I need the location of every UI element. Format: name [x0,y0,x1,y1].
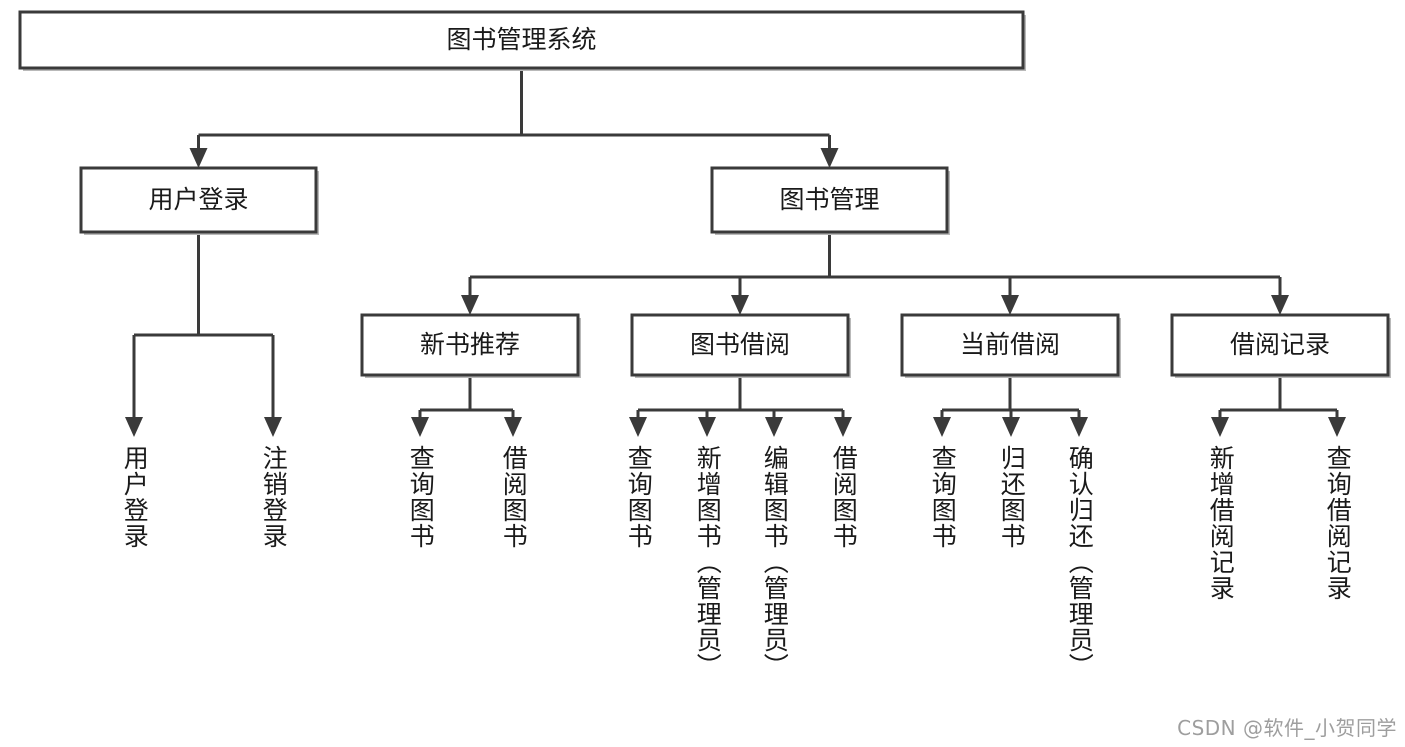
arrow-head-icon-leaf-query-book-3 [933,417,951,437]
node-box-book-borrow[interactable] [630,313,850,377]
node-label-borrow-record: 借阅记录 [1230,330,1330,359]
arrow-head-icon-book-manage [820,148,839,168]
node-box-user-login[interactable] [79,166,318,234]
node-box-current-borrow[interactable] [900,313,1120,377]
node-label-book-manage: 图书管理 [779,185,879,214]
arrow-head-icon-leaf-confirm-return [1070,417,1088,437]
arrow-head-icon-user-login [189,148,208,168]
arrow-head-icon-leaf-query-record [1328,417,1346,437]
arrow-head-icon-leaf-user-logout [264,417,282,437]
node-box-borrow-record[interactable] [1170,313,1390,377]
arrow-head-icon-leaf-query-book-1 [411,417,429,437]
boxes-layer [18,10,1391,378]
node-label-current-borrow: 当前借阅 [960,330,1060,359]
watermark-text: CSDN @软件_小贺同学 [1177,716,1397,740]
arrow-head-icon-current-borrow [1001,295,1019,315]
node-box-undefined[interactable] [18,10,1025,70]
node-box-new-book-rec[interactable] [360,313,580,377]
arrow-head-icon-leaf-user-login [125,417,143,437]
node-label-undefined: 图书管理系统 [446,25,596,54]
arrow-head-icon-leaf-return-book [1002,417,1020,437]
arrow-head-icon-leaf-add-book [698,417,716,437]
arrow-head-icon-leaf-query-book-2 [629,417,647,437]
arrow-head-icon-leaf-add-record [1211,417,1229,437]
node-label-user-login: 用户登录 [148,185,248,214]
node-label-new-book-rec: 新书推荐 [420,330,520,359]
connectors-layer [125,68,1346,437]
arrow-head-icon-book-borrow [731,295,749,315]
arrow-head-icon-leaf-borrow-book-2 [834,417,852,437]
node-label-book-borrow: 图书借阅 [690,330,790,359]
node-box-book-manage[interactable] [710,166,949,234]
arrow-head-icon-borrow-record [1271,295,1289,315]
arrow-head-icon-new-book-rec [461,295,479,315]
arrow-head-icon-leaf-edit-book [765,417,783,437]
arrow-head-icon-leaf-borrow-book-1 [504,417,522,437]
